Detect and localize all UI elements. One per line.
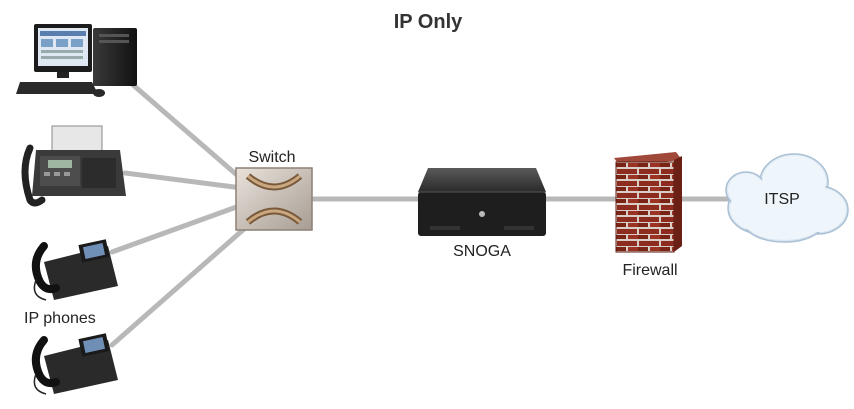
ip-phone-1-icon <box>31 239 118 301</box>
snoga-label: SNOGA <box>453 243 511 260</box>
link-fax-switch <box>122 170 245 191</box>
itsp-cloud-icon <box>725 153 849 243</box>
connections <box>109 75 743 348</box>
ip-phones-label: IP phones <box>24 310 96 327</box>
firewall-label: Firewall <box>622 262 677 279</box>
snoga-device-icon <box>418 168 546 236</box>
diagram-title: IP Only <box>394 11 463 33</box>
fax-machine-icon <box>21 125 126 207</box>
switch-label: Switch <box>248 149 295 166</box>
firewall-icon <box>614 152 682 253</box>
link-computer-switch <box>122 75 248 185</box>
computer-icon <box>16 24 137 97</box>
link-phone2-switch <box>109 219 255 348</box>
link-phone1-switch <box>109 202 245 255</box>
ip-phone-2-icon <box>31 333 118 395</box>
switch-icon <box>235 167 313 231</box>
itsp-label: ITSP <box>764 191 800 208</box>
